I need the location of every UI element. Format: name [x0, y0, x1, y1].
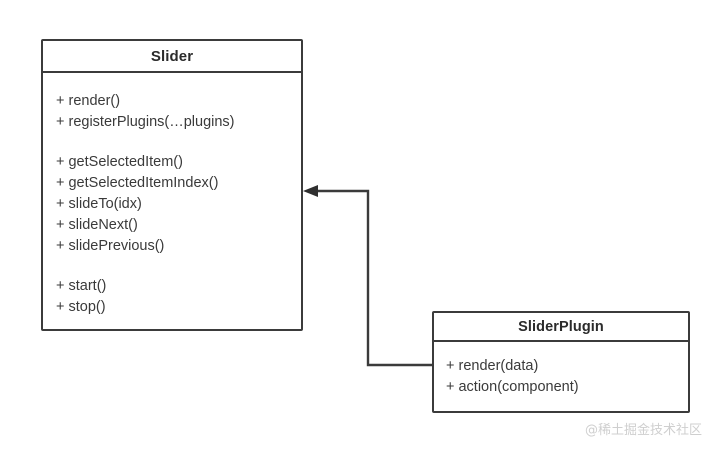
uml-member: + action(component): [446, 379, 579, 395]
uml-class-sliderplugin[interactable]: SliderPlugin + render(data) + action(com…: [432, 311, 690, 413]
uml-member: + getSelectedItemIndex(): [56, 175, 219, 191]
uml-member: + start(): [56, 278, 107, 294]
uml-member: + render(data): [446, 358, 539, 374]
uml-class-slider[interactable]: Slider + render() + registerPlugins(…plu…: [41, 39, 303, 331]
member-group-separator: [56, 133, 301, 152]
uml-member: + getSelectedItem(): [56, 154, 183, 170]
connector-path: [311, 189, 434, 367]
uml-class-sliderplugin-members: + render(data) + action(component): [434, 342, 688, 398]
uml-class-slider-title: Slider: [43, 41, 301, 73]
uml-member: + stop(): [56, 299, 106, 315]
uml-member: + render(): [56, 93, 121, 109]
association-connector: [303, 185, 434, 367]
uml-member: + registerPlugins(…plugins): [56, 114, 235, 130]
member-group-separator: [56, 257, 301, 276]
watermark-text: @稀土掘金技术社区: [584, 423, 702, 438]
uml-member: + slideNext(): [56, 217, 138, 233]
uml-class-slider-members: + render() + registerPlugins(…plugins) +…: [43, 73, 301, 318]
uml-member: + slidePrevious(): [56, 238, 165, 254]
uml-class-sliderplugin-title: SliderPlugin: [434, 313, 688, 342]
uml-member: + slideTo(idx): [56, 196, 142, 212]
arrowhead-icon: [303, 185, 318, 197]
